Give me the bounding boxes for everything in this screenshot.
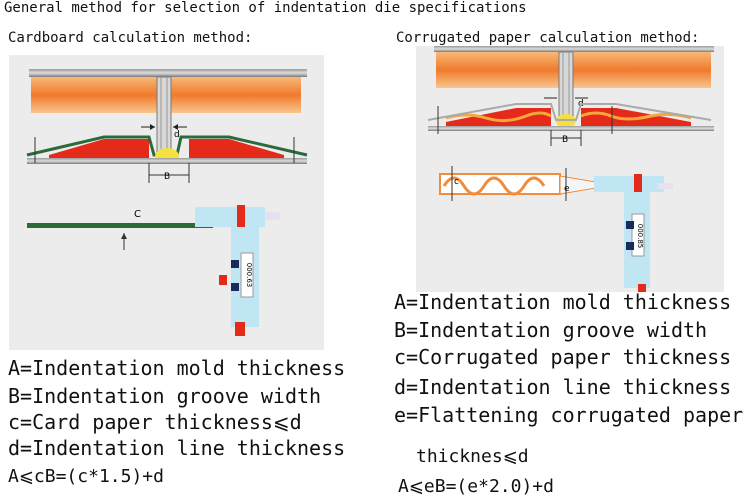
right-legend-e: e=Flattening corrugated paper (394, 403, 744, 427)
caliper-jaw (195, 207, 265, 227)
corrugated-diagram: d B c e 000.85 (427, 46, 714, 292)
left-legend-a: A=Indentation mold thickness (8, 356, 346, 380)
right-subtitle: Corrugated paper calculation method: (396, 30, 700, 46)
cardboard-gauge-reading: 000.63 (245, 263, 253, 288)
lower-plate (428, 126, 714, 131)
cardboard-diagram: d B C 000.63 (26, 69, 308, 336)
cardboard-c-label: C (134, 209, 141, 220)
left-legend-d: d=Indentation line thickness (8, 436, 346, 460)
lower-plate (27, 158, 307, 164)
left-legend-b: B=Indentation groove width (8, 384, 322, 408)
right-legend-c: c=Corrugated paper thickness (394, 345, 732, 369)
corrugated-c-label: c (454, 177, 459, 187)
creasing-die (49, 139, 284, 161)
cardboard-diagram-panel: d B C 000.63 (9, 55, 324, 350)
corrugated-gauge-reading: 000.85 (636, 224, 644, 249)
corrugated-b-label: B (562, 135, 568, 145)
right-legend-a: A=Indentation mold thickness (394, 290, 732, 314)
cardboard-d-label: d (174, 130, 180, 140)
upper-plate (434, 46, 714, 52)
right-legend-e-cont: thicknes⩽d (416, 446, 529, 467)
indentation-blade (156, 76, 172, 158)
cardboard-b-label: B (164, 172, 170, 182)
upper-plate (29, 69, 307, 77)
caliper-jaw (594, 176, 664, 192)
page-title: General method for selection of indentat… (4, 0, 527, 16)
right-formula: A⩽eB=(e*2.0)+d (398, 476, 554, 497)
corrugated-e-label: e (564, 184, 570, 194)
left-subtitle: Cardboard calculation method: (8, 30, 253, 46)
corrugated-diagram-panel: d B c e 000.85 (416, 46, 724, 292)
indentation-blade (558, 51, 574, 119)
right-legend-d: d=Indentation line thickness (394, 375, 732, 399)
right-legend-b: B=Indentation groove width (394, 318, 708, 342)
left-formula: A⩽cB=(c*1.5)+d (8, 466, 164, 487)
left-legend-c: c=Card paper thickness⩽d (8, 410, 302, 434)
card-paper (27, 223, 213, 228)
